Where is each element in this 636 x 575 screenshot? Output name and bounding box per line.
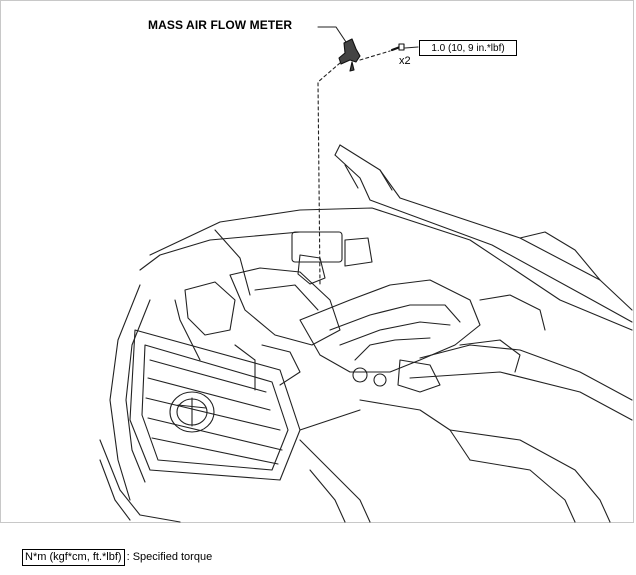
torque-value-box: 1.0 (10, 9 in.*lbf) — [419, 40, 517, 56]
bolt-part — [390, 43, 405, 52]
vehicle-body-outline — [139, 207, 633, 523]
engine-components — [174, 231, 546, 393]
legend-unit-key: N*m (kgf*cm, ft.*lbf) — [22, 549, 125, 566]
part-leader-line — [317, 26, 347, 43]
illustration-frame — [0, 0, 634, 523]
legend-description: : Specified torque — [126, 551, 213, 563]
front-bumper — [99, 439, 371, 523]
mass-air-flow-meter-label: MASS AIR FLOW METER — [148, 18, 293, 32]
bolt-quantity-label: x2 — [399, 55, 411, 67]
engine-bay-illustration — [99, 26, 633, 523]
bolt-torque-leader — [404, 46, 419, 49]
torque-legend: N*m (kgf*cm, ft.*lbf): Specified torque — [22, 549, 212, 566]
mass-air-flow-meter-part — [338, 38, 361, 72]
installation-guide-lines — [317, 50, 391, 286]
hood-outline — [334, 144, 633, 323]
front-grille — [109, 284, 301, 501]
